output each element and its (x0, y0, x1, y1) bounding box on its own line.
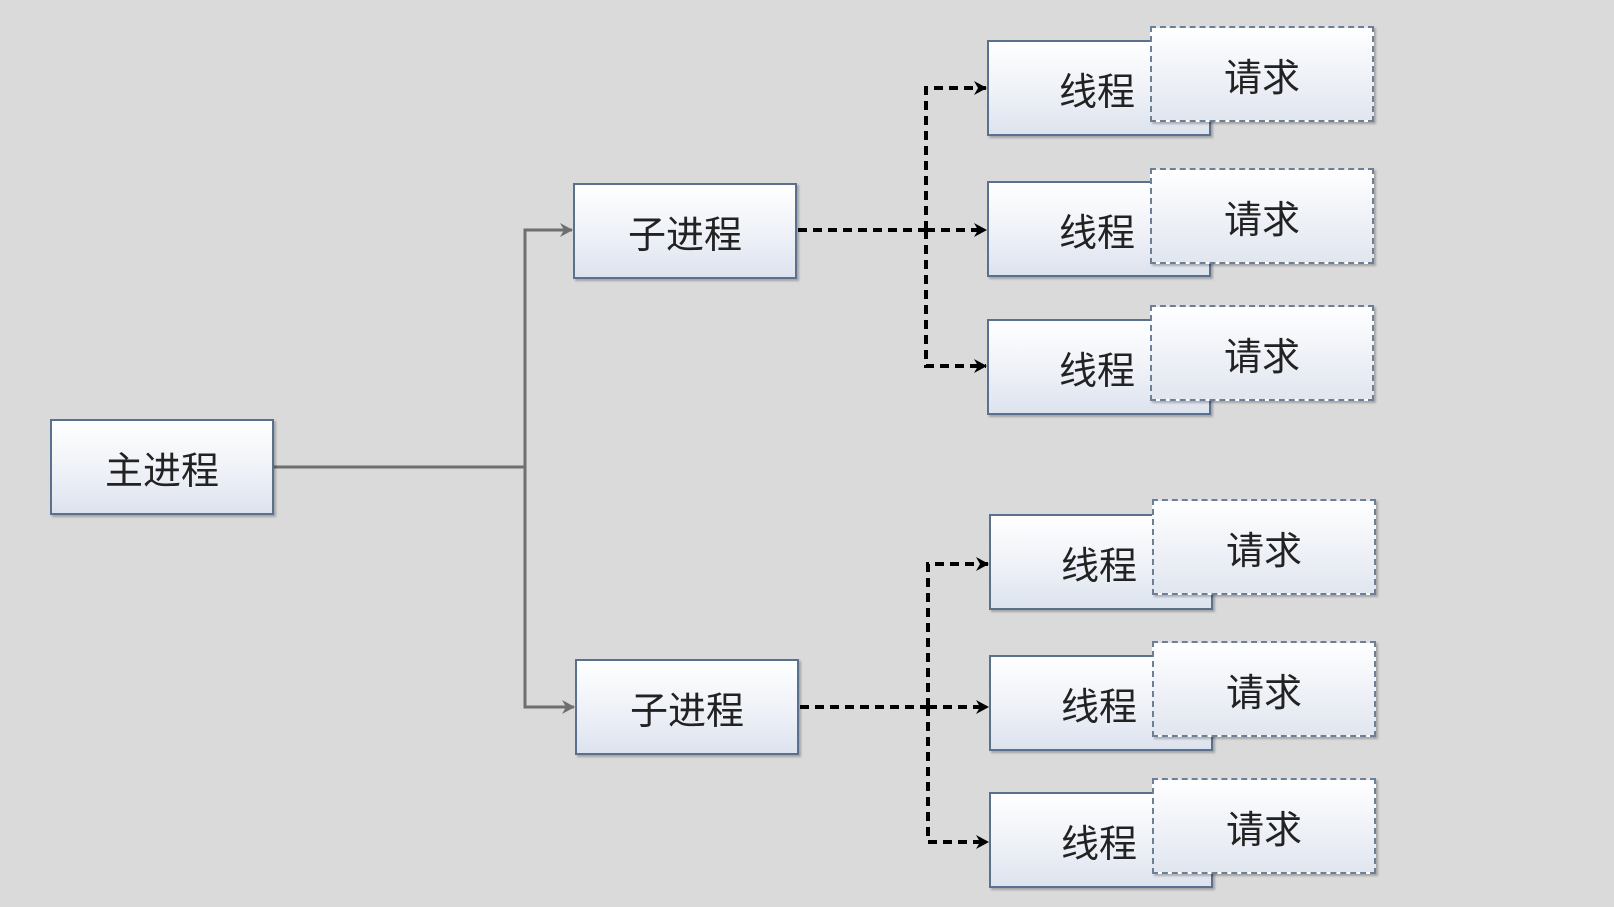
child-1-request-3-box: 请求 (1150, 305, 1374, 401)
child-2-request-1-box: 请求 (1152, 499, 1376, 595)
child-2-request-2-box: 请求 (1152, 641, 1376, 737)
child-process-1-box: 子进程 (573, 183, 797, 279)
connector-child-2-thread-1 (926, 557, 989, 707)
child-1-request-1-box: 请求 (1150, 26, 1374, 122)
child-process-2-box: 子进程 (575, 659, 799, 755)
main-process-box: 主进程 (50, 419, 274, 515)
connector-child-2-thread-3 (926, 707, 989, 849)
main-to-child-connectors (272, 223, 575, 714)
connector-to-child-process-2 (523, 467, 575, 714)
child-2-request-3-box: 请求 (1152, 778, 1376, 874)
connector-to-child-process-1 (523, 223, 573, 467)
child-1-request-2-box: 请求 (1150, 168, 1374, 264)
connector-child-1-thread-1 (924, 81, 987, 230)
connector-child-1-thread-3 (924, 230, 987, 373)
child-1-thread-connectors (798, 81, 987, 373)
child-2-thread-connectors (800, 557, 989, 849)
